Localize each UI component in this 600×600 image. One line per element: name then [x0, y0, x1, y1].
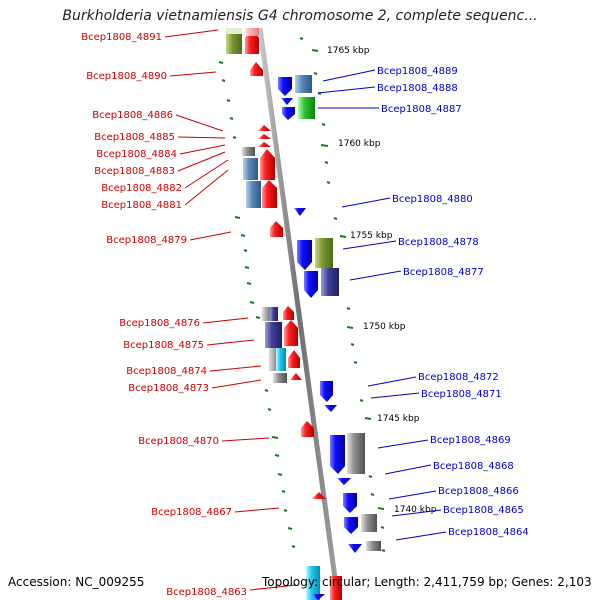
gene-4884b-bar [242, 147, 255, 156]
gene-label-4884[interactable]: Bcep1808_4884 [96, 149, 177, 160]
gene-4865-arrow[interactable] [344, 517, 358, 534]
gene-4886-arrow[interactable] [258, 125, 271, 131]
gene-label-4886[interactable]: Bcep1808_4886 [92, 110, 173, 121]
gene-label-4863[interactable]: Bcep1808_4863 [166, 587, 247, 598]
gene-4877b-bar[interactable] [321, 268, 339, 296]
gene-label-4889[interactable]: Bcep1808_4889 [377, 66, 458, 77]
gene-label-4878[interactable]: Bcep1808_4878 [398, 237, 479, 248]
scale-label: 1745 kbp [377, 414, 420, 424]
gene-label-4869[interactable]: Bcep1808_4869 [430, 435, 511, 446]
accession-text: Accession: NC_009255 [8, 575, 145, 589]
gene-4874c-bar [276, 348, 286, 371]
reverse-track-ticks [299, 37, 386, 552]
gene-4863b-bar [330, 576, 342, 600]
gene-4875b-arrow[interactable] [284, 320, 298, 346]
reverse-leader-lines [317, 69, 447, 541]
forward-gene-labels: Bcep1808_4891 Bcep1808_4890 Bcep1808_488… [81, 32, 247, 598]
gene-4877-arrow[interactable] [304, 271, 318, 298]
gene-4869-arrow[interactable] [330, 435, 345, 474]
reverse-gene-shapes [278, 75, 381, 600]
scale-label: 1750 kbp [363, 322, 406, 332]
gene-label-4888[interactable]: Bcep1808_4888 [377, 83, 458, 94]
page-title: Burkholderia vietnamiensis G4 chromosome… [62, 8, 538, 24]
gene-4891-bar[interactable] [226, 28, 242, 54]
scale-label: 1740 kbp [394, 505, 437, 515]
gene-label-4876[interactable]: Bcep1808_4876 [119, 318, 200, 329]
gene-label-4881[interactable]: Bcep1808_4881 [101, 200, 182, 211]
gene-4883b-bar [243, 158, 258, 180]
gene-4887-bar[interactable] [298, 97, 315, 119]
gene-label-4870[interactable]: Bcep1808_4870 [138, 436, 219, 447]
gene-4868b-arrow[interactable] [337, 478, 351, 485]
gene-4878-arrow[interactable] [297, 240, 312, 270]
gene-4867-arrow[interactable] [312, 492, 326, 499]
forward-gene-shapes [226, 28, 342, 600]
gene-label-4880[interactable]: Bcep1808_4880 [392, 194, 473, 205]
forward-leader-lines [164, 29, 297, 591]
gene-4885-arrow[interactable] [258, 134, 271, 139]
gene-4888b-arrow[interactable] [281, 98, 293, 105]
gene-4866-arrow[interactable] [343, 493, 357, 513]
gene-4873b-arrow[interactable] [290, 373, 302, 380]
gene-4868-bar[interactable] [347, 433, 365, 474]
gene-4870-arrow[interactable] [301, 421, 314, 437]
gene-4874b-arrow[interactable] [288, 350, 300, 368]
scale-label: 1760 kbp [338, 139, 381, 149]
gene-4884-arrow[interactable] [258, 142, 271, 147]
gene-label-4887[interactable]: Bcep1808_4887 [381, 104, 462, 115]
gene-label-4877[interactable]: Bcep1808_4877 [403, 267, 484, 278]
gene-4872-arrow[interactable] [320, 381, 333, 402]
gene-label-4874[interactable]: Bcep1808_4874 [126, 366, 207, 377]
gene-4891c-bar [245, 28, 259, 36]
gene-4883-arrow[interactable] [260, 149, 275, 180]
gene-4876b-arrow[interactable] [283, 306, 294, 320]
gene-4865b-bar[interactable] [361, 514, 377, 532]
gene-label-4890[interactable]: Bcep1808_4890 [86, 71, 167, 82]
gene-label-4868[interactable]: Bcep1808_4868 [433, 461, 514, 472]
gene-4890-arrow[interactable] [250, 62, 263, 76]
gene-label-4871[interactable]: Bcep1808_4871 [421, 389, 502, 400]
gene-4864b-bar[interactable] [366, 541, 381, 551]
gene-label-4885[interactable]: Bcep1808_4885 [94, 132, 175, 143]
gene-4864-arrow[interactable] [348, 544, 362, 553]
gene-label-4873[interactable]: Bcep1808_4873 [128, 383, 209, 394]
gene-label-4891[interactable]: Bcep1808_4891 [81, 32, 162, 43]
gene-4888-bar[interactable] [295, 75, 312, 93]
topology-text: Topology: circular; Length: 2,411,759 bp… [262, 575, 592, 589]
gene-4887b-arrow[interactable] [282, 107, 295, 120]
gene-4876c-bar [270, 307, 278, 321]
gene-label-4866[interactable]: Bcep1808_4866 [438, 486, 519, 497]
gene-4873-bar[interactable] [273, 373, 287, 383]
gene-label-4875[interactable]: Bcep1808_4875 [123, 340, 204, 351]
gene-4882-arrow[interactable] [262, 180, 277, 208]
gene-4878b-bar[interactable] [315, 238, 333, 268]
reverse-gene-labels: Bcep1808_4889 Bcep1808_4888 Bcep1808_488… [377, 66, 529, 538]
gene-label-4879[interactable]: Bcep1808_4879 [106, 235, 187, 246]
gene-4891-top [226, 28, 242, 34]
gene-4879-arrow[interactable] [270, 221, 283, 237]
gene-4871-arrow[interactable] [324, 405, 337, 412]
scale-label: 1765 kbp [327, 46, 370, 56]
gene-4875-bar[interactable] [265, 322, 282, 348]
chromosome-backbone [257, 27, 341, 600]
gene-bottom-arrow [312, 594, 325, 600]
gene-4881-bar[interactable] [246, 181, 261, 208]
gene-label-4872[interactable]: Bcep1808_4872 [418, 372, 499, 383]
scale-label: 1755 kbp [350, 231, 393, 241]
forward-track-ticks [218, 61, 296, 548]
scale-labels: 1765 kbp 1760 kbp 1755 kbp 1750 kbp 1745… [327, 46, 437, 515]
gene-label-4867[interactable]: Bcep1808_4867 [151, 507, 232, 518]
gene-4863-bar[interactable] [306, 566, 320, 600]
gene-label-4864[interactable]: Bcep1808_4864 [448, 527, 529, 538]
gene-4880-arrow[interactable] [294, 208, 306, 216]
gene-label-4865[interactable]: Bcep1808_4865 [443, 505, 524, 516]
gene-4889-arrow[interactable] [278, 77, 292, 96]
gene-label-4882[interactable]: Bcep1808_4882 [101, 183, 182, 194]
gene-label-4883[interactable]: Bcep1808_4883 [94, 166, 175, 177]
